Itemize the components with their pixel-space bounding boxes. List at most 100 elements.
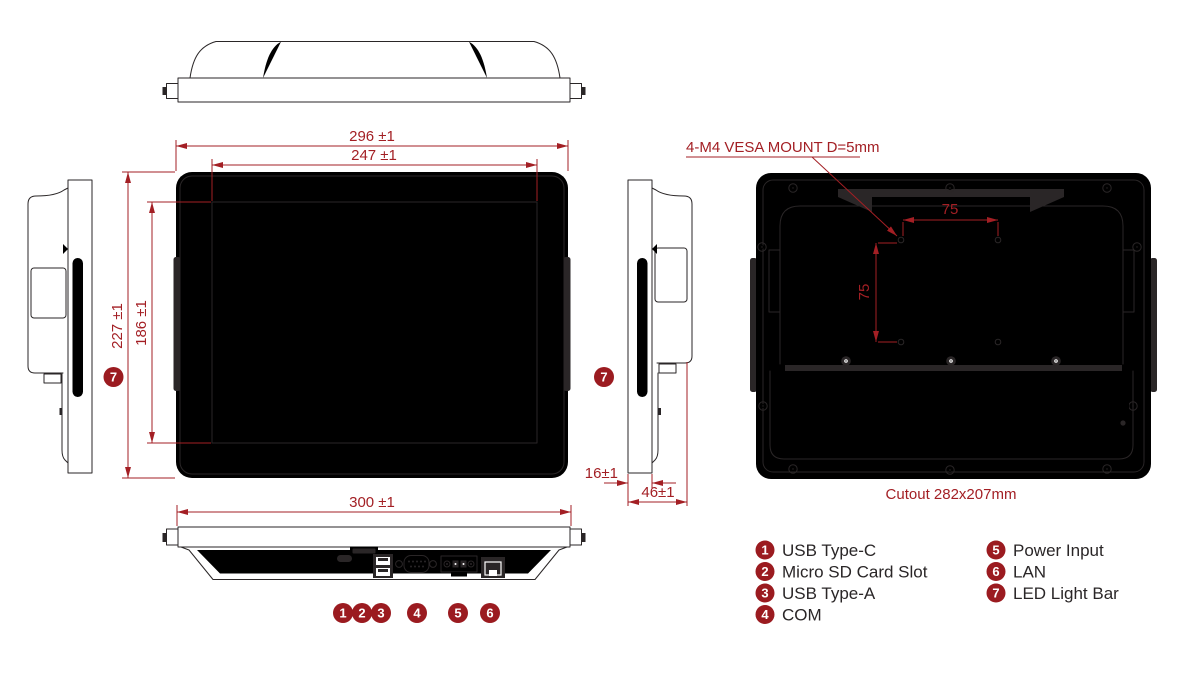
screw bbox=[1132, 242, 1142, 252]
io-cover bbox=[769, 356, 1134, 460]
speaker-grille-left bbox=[799, 218, 839, 240]
callout-number: 1 bbox=[339, 606, 346, 621]
callout-number: 2 bbox=[358, 606, 365, 621]
legend-item-lan: 6 LAN bbox=[986, 562, 1046, 582]
led-bar-edge-left bbox=[173, 257, 181, 391]
dim-label: 227 ±1 bbox=[109, 303, 126, 349]
legend-item-micro-sd: 2 Micro SD Card Slot bbox=[755, 562, 928, 582]
led-light-bar bbox=[72, 258, 83, 397]
legend: 1 USB Type-C 2 Micro SD Card Slot 3 USB … bbox=[755, 540, 1119, 625]
legend-label: LED Light Bar bbox=[1013, 584, 1119, 603]
power-input-port bbox=[440, 555, 478, 577]
dim-vesa-vertical: 75 bbox=[856, 242, 897, 343]
callout-badge bbox=[103, 367, 124, 387]
dim-front-height-outer: 227 ±1 bbox=[109, 171, 175, 479]
screw bbox=[758, 401, 768, 411]
dim-label: 186 ±1 bbox=[133, 300, 150, 346]
callout-1: 1 bbox=[333, 603, 353, 623]
vesa-holes bbox=[897, 236, 1002, 346]
legend-num: 2 bbox=[761, 564, 768, 579]
usb-c-port bbox=[337, 555, 352, 562]
dim-side-depth: 46±1 bbox=[627, 362, 688, 506]
legend-num: 1 bbox=[761, 543, 768, 558]
legend-label: USB Type-A bbox=[782, 584, 876, 603]
callout-6: 6 bbox=[480, 603, 500, 623]
callout-number: 7 bbox=[110, 370, 117, 385]
divider-screw bbox=[1051, 356, 1061, 366]
back-view bbox=[750, 173, 1157, 479]
callout-badge bbox=[594, 367, 614, 387]
screw bbox=[757, 242, 767, 252]
dim-side-bezel: 16±1 bbox=[585, 465, 676, 506]
callout-4: 4 bbox=[407, 603, 427, 623]
side-view-right bbox=[627, 179, 693, 474]
divider-screw bbox=[841, 356, 851, 366]
bottom-right-nub bbox=[569, 528, 586, 546]
dim-label: 300 ±1 bbox=[349, 494, 395, 511]
legend-item-led-light-bar: 7 LED Light Bar bbox=[986, 583, 1119, 603]
callout-3: 3 bbox=[371, 603, 391, 623]
callout-number: 6 bbox=[486, 606, 493, 621]
dim-vesa-horizontal: 75 bbox=[902, 201, 999, 236]
legend-label: Power Input bbox=[1013, 541, 1104, 560]
legend-label: Micro SD Card Slot bbox=[782, 563, 928, 582]
back-side-tab-right bbox=[1150, 258, 1157, 392]
dim-front-width-outer: 296 ±1 bbox=[175, 128, 569, 171]
side-view-left bbox=[27, 179, 93, 474]
dim-label: 296 ±1 bbox=[349, 128, 395, 145]
screw bbox=[1102, 464, 1112, 474]
screen-area bbox=[211, 201, 538, 444]
legend-item-usb-type-c: 1 USB Type-C bbox=[755, 540, 876, 560]
callout-number: 3 bbox=[377, 606, 384, 621]
dim-front-height-inner: 186 ±1 bbox=[133, 201, 211, 444]
dim-label: 75 bbox=[942, 201, 959, 218]
legend-item-com: 4 COM bbox=[755, 605, 822, 625]
screw bbox=[788, 183, 798, 193]
dim-label: 16±1 bbox=[585, 465, 618, 482]
mount-slot-left bbox=[768, 249, 781, 313]
legend-label: USB Type-C bbox=[782, 541, 876, 560]
side-connector-nub bbox=[43, 373, 62, 384]
screw bbox=[1102, 183, 1112, 193]
screw bbox=[788, 464, 798, 474]
dim-label: 46±1 bbox=[641, 484, 674, 501]
callout-5: 5 bbox=[448, 603, 468, 623]
top-view bbox=[162, 41, 586, 103]
legend-label: COM bbox=[782, 606, 822, 625]
led-bar-edge-right bbox=[563, 257, 571, 391]
top-view-left-nub bbox=[162, 83, 179, 99]
usb-a-ports bbox=[373, 554, 393, 578]
side-compartment bbox=[30, 267, 67, 319]
legend-num: 7 bbox=[992, 586, 999, 601]
mount-slot-right bbox=[1122, 249, 1135, 313]
back-handle-recess bbox=[838, 189, 1064, 212]
dim-label: 247 ±1 bbox=[351, 147, 397, 164]
bottom-left-nub bbox=[162, 528, 179, 546]
com-port bbox=[395, 555, 437, 573]
dim-front-width-inner: 247 ±1 bbox=[211, 147, 538, 201]
screw bbox=[945, 465, 955, 475]
lan-port bbox=[481, 557, 505, 578]
port-callouts: 1 2 3 4 5 6 bbox=[333, 603, 500, 623]
back-side-tab-left bbox=[750, 258, 757, 392]
legend-num: 4 bbox=[761, 607, 769, 622]
legend-num: 6 bbox=[992, 564, 999, 579]
vesa-mount-callout: 4-M4 VESA MOUNT D=5mm bbox=[686, 139, 898, 237]
side-connector-nub bbox=[658, 363, 677, 374]
legend-num: 3 bbox=[761, 586, 768, 601]
divider-screw bbox=[946, 356, 956, 366]
cutout-label: Cutout 282x207mm bbox=[886, 486, 1017, 503]
speaker-grille-right bbox=[1065, 218, 1105, 240]
callout-7-left: 7 bbox=[103, 367, 124, 387]
front-view bbox=[173, 172, 571, 478]
dim-label: 75 bbox=[856, 284, 873, 301]
screw bbox=[945, 183, 955, 193]
callout-number: 7 bbox=[600, 370, 607, 385]
callout-2: 2 bbox=[352, 603, 372, 623]
legend-item-power-input: 5 Power Input bbox=[986, 540, 1104, 560]
callout-number: 4 bbox=[413, 606, 421, 621]
micro-sd-slot bbox=[350, 546, 378, 556]
legend-item-usb-type-a: 3 USB Type-A bbox=[755, 583, 876, 603]
side-compartment bbox=[654, 247, 688, 303]
